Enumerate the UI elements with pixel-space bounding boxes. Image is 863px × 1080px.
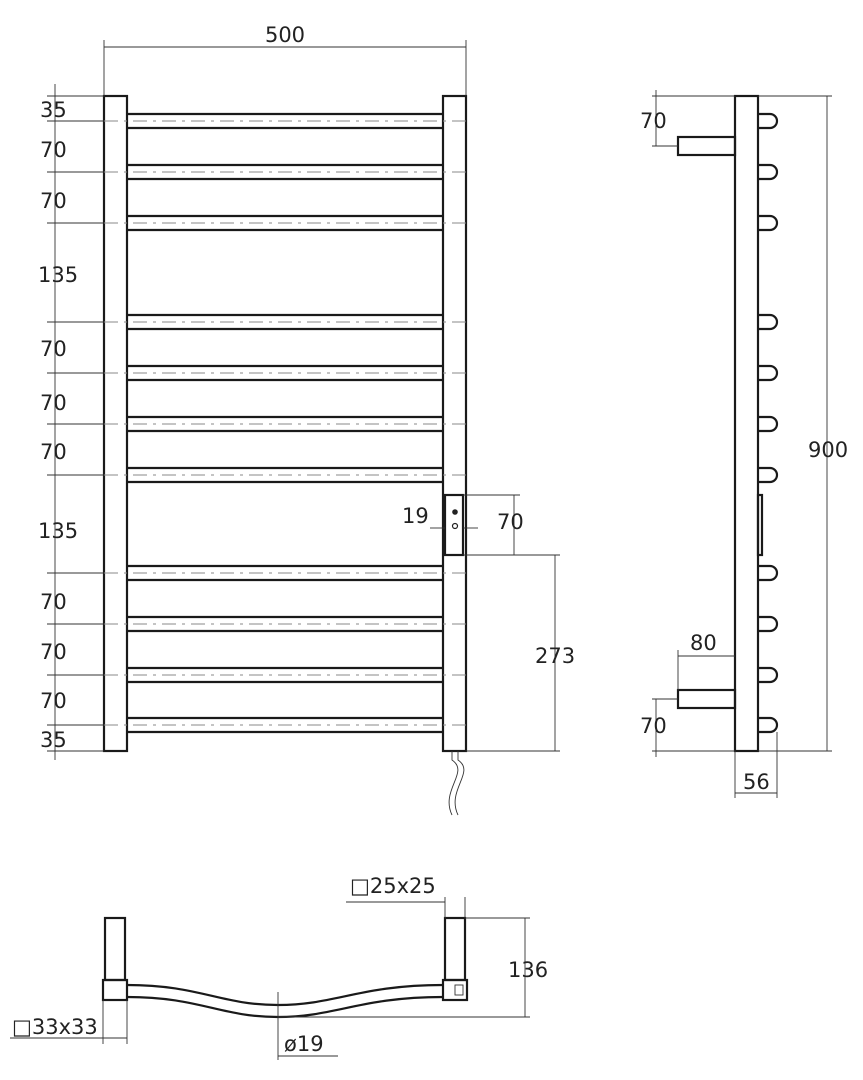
front-view: 500 35 70 70 135 70 70 70 135 7 — [38, 23, 575, 816]
curved-bar-outer — [126, 983, 444, 1007]
sensor-box — [443, 493, 465, 557]
curved-bar-inner — [126, 995, 444, 1019]
sensor-offset-label: 273 — [535, 644, 575, 668]
top-right-joint — [441, 978, 469, 1002]
bar-diameter-dimension: ø19 — [277, 992, 338, 1060]
spacing-label: 70 — [40, 590, 67, 614]
spacing-label: 70 — [40, 189, 67, 213]
sensor-dimensions: 19 70 273 — [402, 494, 575, 752]
side-height-dimension: 900 — [758, 95, 848, 752]
right-post — [441, 94, 468, 753]
power-cord — [448, 751, 459, 816]
sensor-width-label: 19 — [402, 504, 429, 528]
rail-spacing-dimensions: 35 70 70 135 70 70 70 135 70 70 70 35 — [38, 84, 104, 760]
bar-diameter-label: ø19 — [284, 1032, 324, 1056]
rail — [104, 716, 466, 734]
top-left-joint — [101, 978, 129, 1002]
top-view: □25x25 136 □33x33 ø19 — [10, 874, 548, 1060]
side-bottom-offset-dimension: 70 — [640, 698, 735, 757]
side-rail-depth-label: 56 — [743, 770, 770, 794]
bottom-bracket — [676, 688, 737, 710]
top-height-label: 136 — [508, 958, 548, 982]
side-top-offset-dimension: 70 — [640, 90, 735, 147]
side-height-label: 900 — [808, 438, 848, 462]
post-profile-dimension: □33x33 — [10, 1000, 128, 1044]
side-sensor — [756, 493, 764, 557]
spacing-label: 70 — [40, 689, 67, 713]
rail — [104, 214, 466, 232]
top-right-post — [443, 916, 467, 982]
rail-profile-dimension: □25x25 — [346, 874, 466, 918]
side-depth-dimension: 80 — [677, 631, 735, 690]
top-height-dimension: 136 — [278, 917, 548, 1018]
rail-profile-label: □25x25 — [350, 874, 436, 898]
side-rail-depth-dimension: 56 — [734, 732, 778, 798]
spacing-label: 70 — [40, 640, 67, 664]
rail-ends — [758, 112, 779, 734]
side-top-offset-label: 70 — [640, 109, 667, 133]
spacing-label: 70 — [40, 391, 67, 415]
rail — [104, 112, 466, 130]
rail — [104, 163, 466, 181]
spacing-label: 70 — [40, 440, 67, 464]
side-bottom-offset-label: 70 — [640, 714, 667, 738]
spacing-label: 70 — [40, 138, 67, 162]
rail — [104, 615, 466, 633]
spacing-label: 35 — [40, 98, 67, 122]
rail — [104, 564, 466, 582]
rail — [104, 466, 466, 484]
spacing-label: 70 — [40, 337, 67, 361]
side-view: 70 900 80 70 56 — [640, 90, 848, 798]
spacing-label: 135 — [38, 519, 78, 543]
width-dimension: 500 — [103, 23, 467, 96]
width-label: 500 — [265, 23, 305, 47]
rail — [104, 313, 466, 331]
spacing-label: 135 — [38, 263, 78, 287]
rail — [104, 364, 466, 382]
post-profile-label: □33x33 — [12, 1015, 98, 1039]
rail — [104, 666, 466, 684]
top-bracket — [676, 135, 737, 157]
left-post — [102, 94, 129, 753]
side-depth-label: 80 — [690, 631, 717, 655]
rail — [104, 415, 466, 433]
rails — [104, 112, 466, 734]
sensor-height-label: 70 — [497, 510, 524, 534]
side-post — [733, 94, 760, 753]
spacing-label: 35 — [40, 728, 67, 752]
top-left-post — [103, 916, 127, 982]
